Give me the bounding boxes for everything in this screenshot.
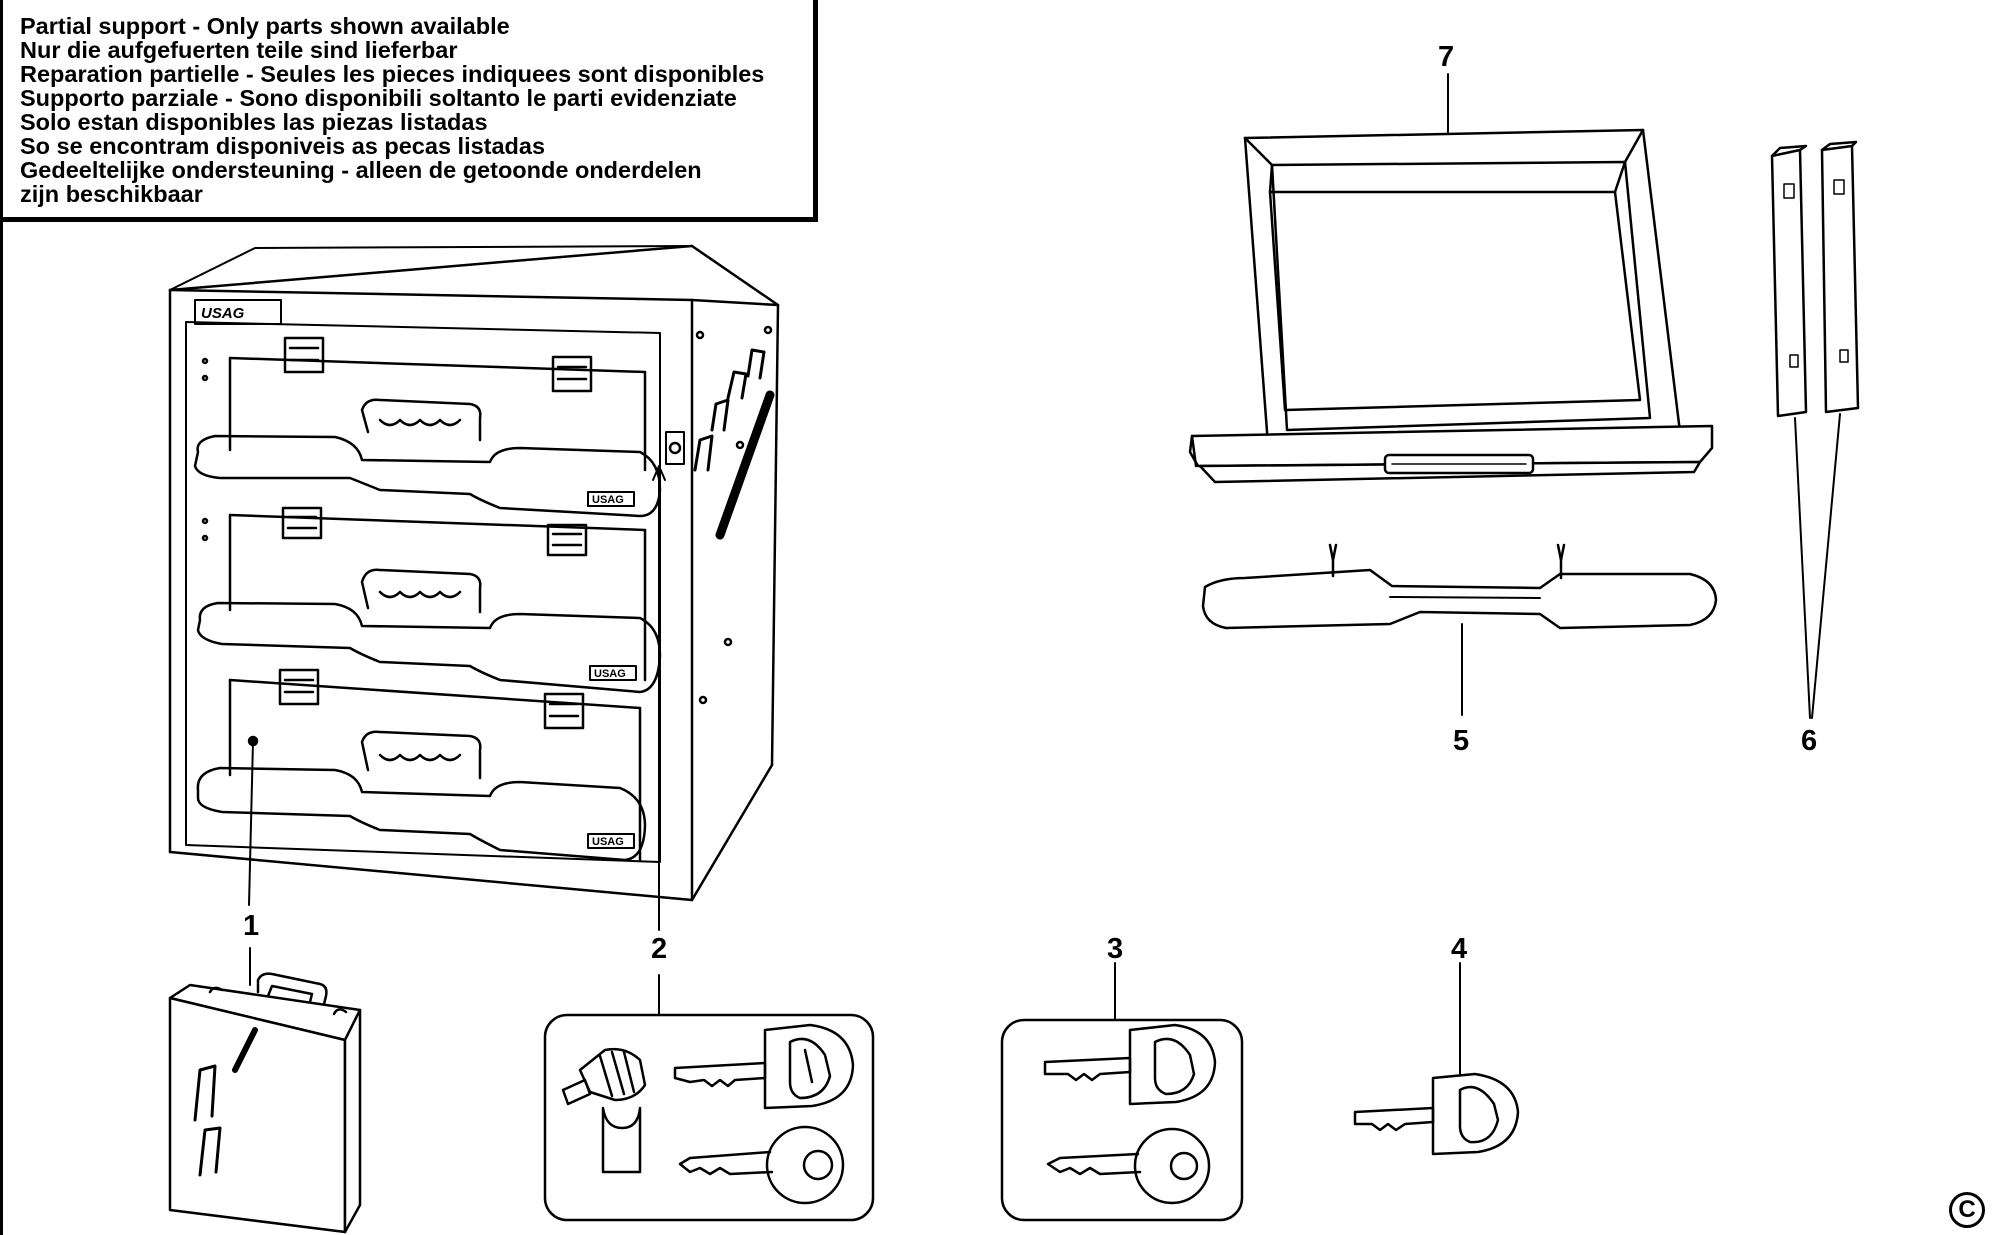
availability-notice: Partial support - Only parts shown avail… (0, 0, 818, 222)
notice-line-nl: Gedeeltelijke ondersteuning - alleen de … (20, 157, 702, 183)
callout-part-1: 1 (243, 910, 259, 942)
lock-kit-panel (543, 465, 875, 1222)
key-pair-panel (1000, 962, 1244, 1222)
notice-line-es: Solo estan disponibles las piezas listad… (20, 109, 488, 135)
drawer-brand-2: USAG (594, 668, 626, 680)
drawer-handle (1201, 543, 1718, 716)
drawer-assembly (1188, 73, 1714, 484)
callout-part-6: 6 (1801, 725, 1817, 757)
single-key (1353, 962, 1520, 1156)
callout-part-2: 2 (651, 933, 667, 965)
notice-line-it: Supporto parziale - Sono disponibili sol… (20, 85, 737, 111)
drawer-brand-1: USAG (592, 494, 624, 506)
callout-part-3: 3 (1107, 933, 1123, 965)
drawer-brand-3: USAG (592, 836, 624, 848)
leader-line-part-1 (247, 735, 259, 986)
cabinet-drawer-bottom (196, 668, 647, 862)
drawer-slides (1770, 140, 1860, 719)
tool-cabinet (168, 244, 780, 902)
notice-line-fr: Reparation partielle - Seules les pieces… (20, 61, 765, 87)
notice-line-pt: So se encontram disponiveis as pecas lis… (20, 133, 546, 159)
tool-case (168, 972, 362, 1234)
copyright-symbol: C (1949, 1192, 1985, 1228)
callout-part-7: 7 (1438, 41, 1454, 73)
callout-part-4: 4 (1451, 933, 1467, 965)
notice-line-en: Partial support - Only parts shown avail… (20, 13, 510, 39)
notice-line-nl-2: zijn beschikbaar (20, 181, 203, 207)
callout-part-5: 5 (1453, 725, 1469, 757)
cabinet-brand-text: USAG (201, 305, 245, 322)
cabinet-drawer-middle (196, 506, 662, 694)
notice-line-de: Nur die aufgefuerten teile sind lieferba… (20, 37, 458, 63)
page-frame-left (0, 0, 3, 1235)
